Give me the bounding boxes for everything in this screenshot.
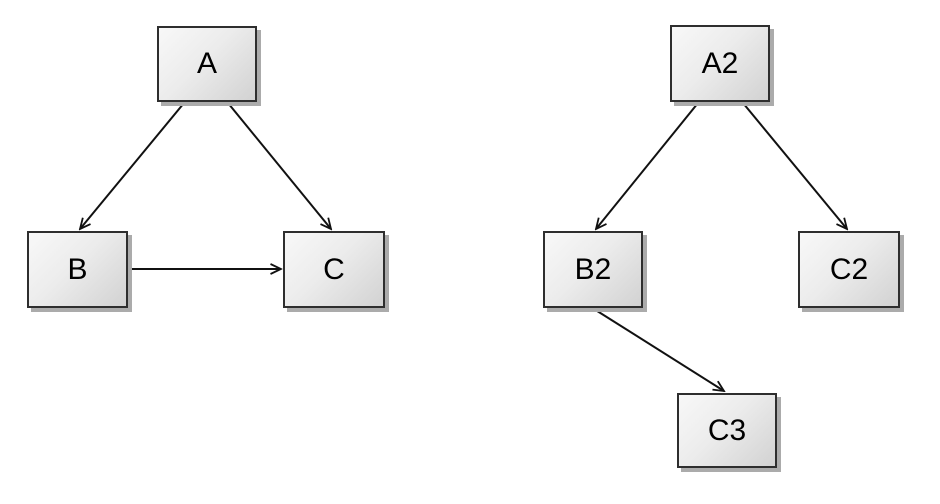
node-A[interactable]: A (157, 26, 257, 102)
node-B[interactable]: B (27, 231, 128, 308)
node-C[interactable]: C (283, 231, 385, 308)
edge-A2-to-C2[interactable] (742, 102, 847, 229)
node-C2[interactable]: C2 (798, 231, 900, 308)
edge-A-to-B[interactable] (80, 102, 185, 229)
node-label-C2: C2 (829, 252, 869, 286)
node-label-C: C (323, 252, 345, 286)
node-label-B2: B2 (574, 252, 612, 286)
node-B2[interactable]: B2 (543, 231, 643, 308)
node-label-A2: A2 (701, 46, 739, 80)
edge-A-to-C[interactable] (227, 102, 331, 229)
edge-B2-to-C3[interactable] (593, 308, 724, 391)
node-label-A: A (196, 47, 217, 80)
node-A2[interactable]: A2 (670, 25, 770, 102)
edge-A2-to-B2[interactable] (596, 102, 699, 229)
node-label-B: B (67, 252, 88, 286)
node-C3[interactable]: C3 (677, 393, 777, 468)
node-label-C3: C3 (707, 413, 747, 447)
